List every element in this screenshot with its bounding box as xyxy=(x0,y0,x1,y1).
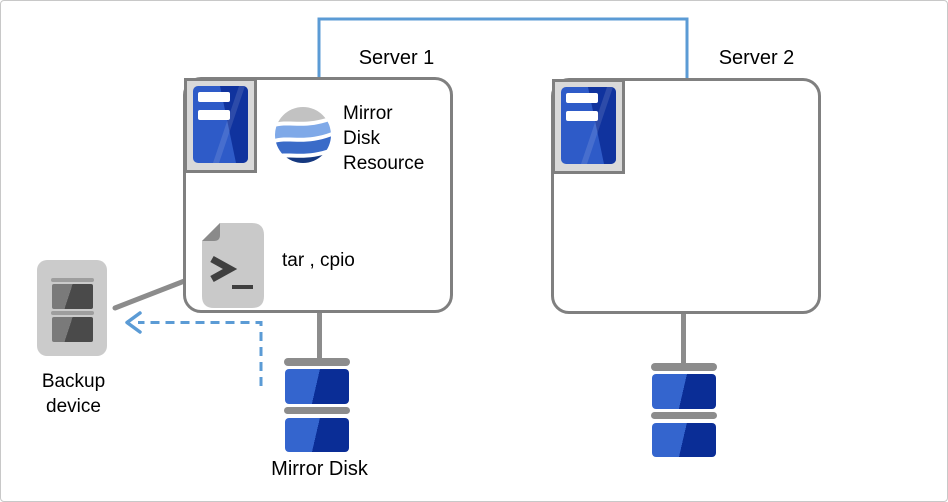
disk-middle-bar xyxy=(651,412,717,419)
disk-platter xyxy=(285,369,349,404)
tape-top-bar xyxy=(50,278,94,282)
disk-top-bar xyxy=(284,358,350,366)
script-commands-label: tar , cpio xyxy=(282,250,355,271)
server2-title: Server 2 xyxy=(718,47,795,69)
mirror-disk-icon-server1 xyxy=(284,358,350,452)
server-interconnect-line xyxy=(317,17,689,78)
backup-connection-line xyxy=(112,277,190,311)
tape-slot xyxy=(51,284,93,309)
mirror-disk-label: Mirror Disk xyxy=(271,458,368,480)
tape-slot xyxy=(51,317,93,342)
mirror-disk-icon-server2 xyxy=(651,363,717,457)
script-document-icon xyxy=(201,222,265,314)
server1-icon-frame xyxy=(184,78,257,173)
disk-platter xyxy=(652,423,716,457)
mirror-disk-resource-label: Mirror Disk Resource xyxy=(343,103,425,174)
backup-device-label: Backup device xyxy=(41,371,106,417)
backup-arrowhead-icon xyxy=(125,311,142,334)
backup-dashed-flow-line xyxy=(138,321,263,386)
tape-middle-bar xyxy=(50,311,94,315)
mirror-disk-resource-icon xyxy=(275,107,331,168)
disk-platter xyxy=(652,374,716,409)
disk-middle-bar xyxy=(284,407,350,414)
backup-device-icon xyxy=(37,260,107,356)
server2-icon-frame xyxy=(552,79,625,174)
disk-top-bar xyxy=(651,363,717,371)
server-tower-icon xyxy=(193,86,248,163)
disk-platter xyxy=(285,418,349,452)
server1-title: Server 1 xyxy=(358,47,435,69)
server-tower-icon xyxy=(561,87,616,164)
